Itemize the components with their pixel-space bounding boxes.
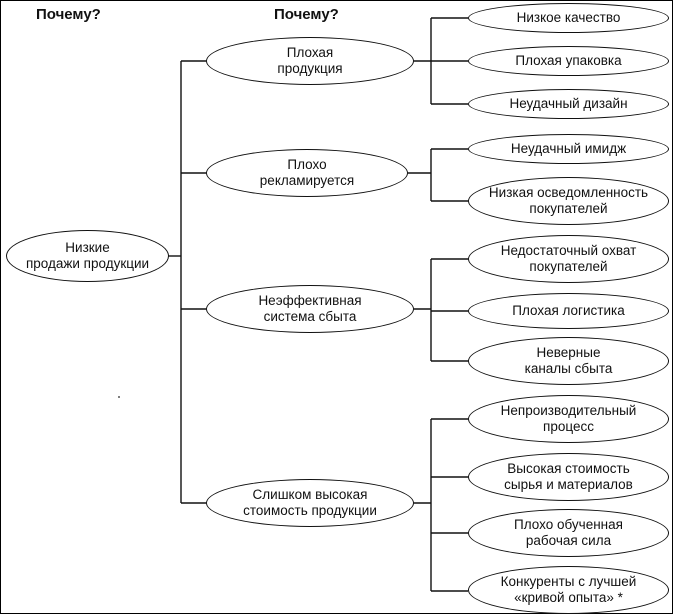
reason-node-poor-packaging: Плохая упаковка <box>468 46 669 76</box>
cause-3-line-1: Неэффективная <box>258 293 362 308</box>
reason-4-3-line-2: рабочая сила <box>525 533 612 548</box>
reason-node-bad-design: Неудачный дизайн <box>468 89 669 119</box>
reason-1-2-line-1: Плохая упаковка <box>515 53 622 68</box>
reason-1-3-line-1: Неудачный дизайн <box>509 96 628 111</box>
header-why-level-1: Почему? <box>36 6 101 23</box>
root-line-1: Низкие <box>65 240 110 255</box>
reason-4-1-line-2: процесс <box>543 419 594 434</box>
root-line-2: продажи продукции <box>25 256 150 271</box>
reason-3-3-line-1: Неверные <box>536 345 601 360</box>
reason-3-3-line-2: каналы сбыта <box>524 361 613 376</box>
reason-node-low-quality: Низкое качество <box>468 3 669 33</box>
reason-2-1-line-1: Неудачный имидж <box>510 141 627 156</box>
cause-1-line-2: продукция <box>277 61 343 76</box>
reason-4-3-line-1: Плохо обученная <box>514 517 623 532</box>
reason-4-2-line-2: сырья и материалов <box>504 477 633 492</box>
reason-1-1-line-1: Низкое качество <box>516 10 621 25</box>
reason-4-1-line-1: Непроизводительный <box>500 403 637 418</box>
cause-node-poor-product: Плохая продукция <box>206 37 414 85</box>
reason-4-4-line-1: Конкуренты с лучшей <box>500 574 637 589</box>
cause-2-line-2: рекламируется <box>259 173 355 188</box>
reason-2-2-line-2: покупателей <box>529 201 608 216</box>
reason-node-wrong-channels: Неверные каналы сбыта <box>468 337 669 385</box>
header-why-level-2: Почему? <box>274 6 339 23</box>
stray-dot <box>118 396 120 398</box>
reason-3-1-line-1: Недостаточный охват <box>500 243 637 258</box>
cause-2-line-1: Плохо <box>287 157 327 172</box>
reason-node-low-awareness: Низкая осведомленность покупателей <box>468 177 669 225</box>
cause-node-inefficient-sales: Неэффективная система сбыта <box>206 285 414 333</box>
cause-1-line-1: Плохая <box>286 45 334 60</box>
reason-3-2-line-1: Плохая логистика <box>512 303 625 318</box>
cause-4-line-2: стоимость продукции <box>243 503 377 518</box>
cause-node-poor-advertising: Плохо рекламируется <box>206 149 408 197</box>
cause-node-high-cost: Слишком высокая стоимость продукции <box>206 479 414 527</box>
reason-node-poor-logistics: Плохая логистика <box>468 293 669 329</box>
reason-node-unproductive-process: Непроизводительный процесс <box>468 395 669 443</box>
reason-4-2-line-1: Высокая стоимость <box>507 461 630 476</box>
cause-3-line-2: система сбыта <box>263 309 357 324</box>
reason-node-insufficient-coverage: Недостаточный охват покупателей <box>468 235 669 283</box>
reason-3-1-line-2: покупателей <box>529 259 608 274</box>
reason-4-4-line-2: «кривой опыта» * <box>514 590 623 605</box>
reason-node-poorly-trained-workforce: Плохо обученная рабочая сила <box>468 509 669 557</box>
reason-node-competitors-experience-curve: Конкуренты с лучшей «кривой опыта» * <box>468 566 669 614</box>
reason-node-high-material-cost: Высокая стоимость сырья и материалов <box>468 453 669 501</box>
cause-4-line-1: Слишком высокая <box>252 487 368 502</box>
root-node: Низкие продажи продукции <box>6 230 169 282</box>
reason-2-2-line-1: Низкая осведомленность <box>488 185 649 200</box>
reason-node-bad-image: Неудачный имидж <box>468 134 669 164</box>
